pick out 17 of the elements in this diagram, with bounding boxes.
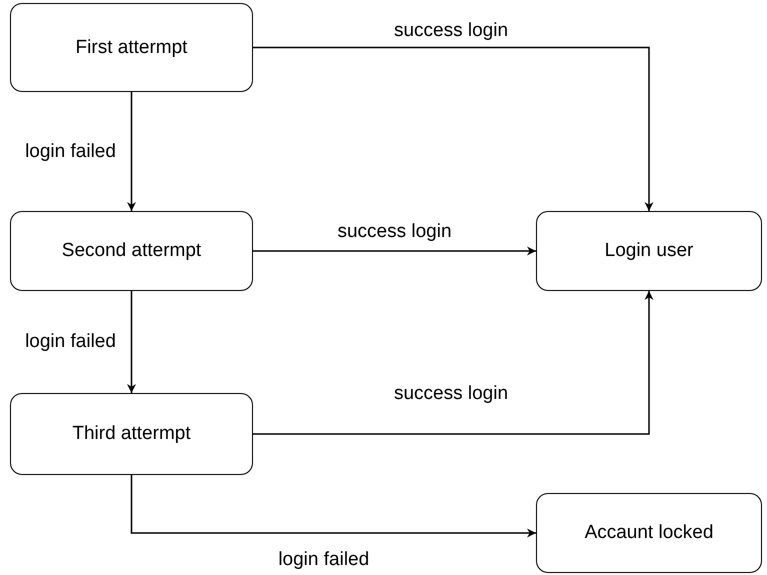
state-box: First attermpt: [10, 3, 253, 92]
arrow: [253, 291, 654, 435]
arrow: [253, 246, 536, 256]
arrow: [253, 46, 654, 211]
state-box: Accaunt locked: [536, 493, 762, 573]
arrow: [127, 92, 136, 211]
edge-label: login failed: [24, 331, 117, 353]
arrow: [130, 475, 536, 538]
edge-label: login failed: [277, 549, 370, 571]
edge-label: success login: [336, 221, 453, 243]
edge-label: login failed: [24, 140, 117, 162]
arrow: [127, 291, 136, 393]
state-box: Third attermpt: [10, 393, 253, 475]
state-box: Second attermpt: [10, 211, 253, 291]
edge-label: success login: [392, 383, 510, 405]
state-box: Login user: [536, 211, 762, 291]
edge-label: success login: [392, 20, 510, 42]
